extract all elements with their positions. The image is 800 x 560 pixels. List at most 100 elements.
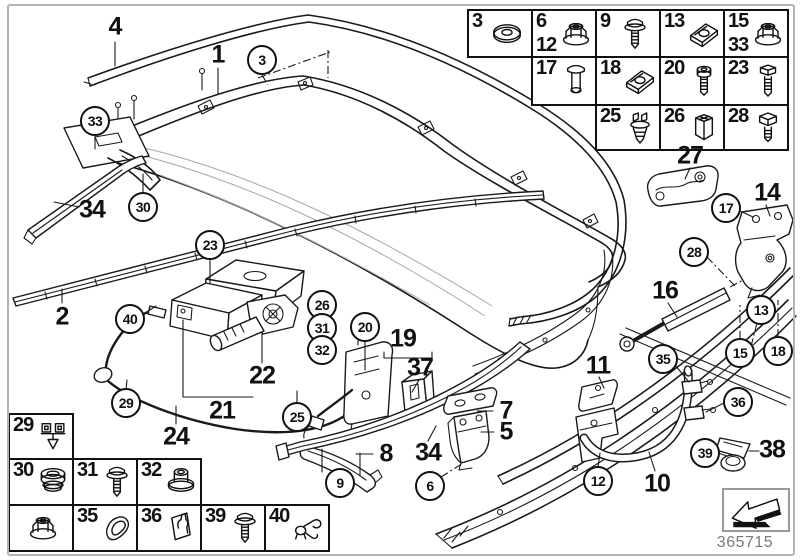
part-number-label: 15 (728, 10, 749, 32)
callout-circled-18[interactable]: 18 (763, 336, 793, 366)
part-cell-labels: 39 (202, 506, 226, 550)
part-cell-26[interactable]: 26 (659, 104, 725, 151)
part-cell-unlabeled[interactable] (8, 504, 74, 552)
part-number-label: 18 (600, 57, 621, 79)
callout-circled-12[interactable]: 12 (583, 466, 613, 496)
part-cell-labels: 9 (597, 10, 611, 56)
part-cell-labels: 31 (74, 460, 98, 504)
callout-37-8[interactable]: 37 (407, 353, 434, 382)
hex-bolt-short-icon (759, 111, 778, 142)
part-cell-29[interactable]: 29 (8, 413, 74, 460)
part-cell-labels: 17 (533, 57, 557, 104)
callout-circled-20[interactable]: 20 (350, 312, 380, 342)
part-number-label: 36 (141, 505, 162, 527)
clip-nut-icon (626, 70, 655, 95)
part-cell-28[interactable]: 28 (723, 104, 789, 151)
callout-circled-30[interactable]: 30 (128, 192, 158, 222)
callout-34-10[interactable]: 34 (415, 438, 442, 467)
callout-2-2[interactable]: 2 (55, 302, 70, 331)
part-cell-9[interactable]: 9 (595, 9, 661, 58)
callout-14-14[interactable]: 14 (754, 178, 781, 207)
part-number-label: 28 (728, 105, 749, 127)
part-number-label: 6 (536, 10, 547, 32)
part-cell-labels: 40 (266, 505, 290, 550)
cable-clip-icon (295, 519, 322, 540)
callout-circled-35[interactable]: 35 (648, 344, 678, 374)
callout-circled-23[interactable]: 23 (195, 230, 225, 260)
callout-38-18[interactable]: 38 (759, 435, 786, 464)
callout-24-6[interactable]: 24 (163, 422, 190, 451)
callout-8-9[interactable]: 8 (379, 439, 394, 468)
screw-washer-icon (623, 18, 646, 49)
callout-19-7[interactable]: 19 (390, 324, 417, 353)
part-cell-23[interactable]: 23 (723, 56, 789, 106)
part-cell-35[interactable]: 35 (72, 504, 138, 552)
direction-arrow-icon (731, 498, 782, 529)
part-number-label: 32 (141, 459, 162, 481)
part-cell-25[interactable]: 25 (595, 104, 661, 151)
part-number-label: 20 (664, 57, 685, 79)
part-cell-labels: 36 (138, 505, 162, 550)
clip-nut-icon (690, 22, 719, 47)
direction-indicator-box (722, 488, 790, 532)
part-number-label: 17 (536, 57, 557, 79)
callout-7-11[interactable]: 7 (499, 396, 514, 425)
part-cell-labels: 25 (597, 105, 621, 149)
callout-circled-6[interactable]: 6 (415, 471, 445, 501)
callout-circled-3[interactable]: 3 (247, 45, 277, 75)
part-cell-40[interactable]: 40 (264, 504, 330, 552)
callout-4-0[interactable]: 4 (108, 12, 123, 41)
part-cell-labels: 30 (10, 460, 34, 504)
socket-bolt-icon (696, 65, 712, 96)
callout-circled-29[interactable]: 29 (111, 388, 141, 418)
callout-27-13[interactable]: 27 (677, 141, 704, 170)
holder-clip-icon (40, 422, 66, 449)
washer-icon (492, 23, 521, 43)
part-cell-3[interactable]: 3 (467, 9, 533, 58)
callout-circled-32[interactable]: 32 (307, 335, 337, 365)
callout-16-15[interactable]: 16 (652, 276, 679, 305)
callout-22-4[interactable]: 22 (249, 361, 276, 390)
part-cell-30[interactable]: 30 (8, 458, 74, 506)
part-cell-labels: 23 (725, 58, 749, 104)
callout-34-3[interactable]: 34 (79, 195, 106, 224)
part-cell-labels: 28 (725, 105, 749, 149)
callout-11-16[interactable]: 11 (585, 351, 611, 380)
spacer-block-icon (695, 113, 714, 140)
part-number-label: 33 (728, 34, 749, 56)
callout-circled-28[interactable]: 28 (679, 237, 709, 267)
callout-10-17[interactable]: 10 (644, 469, 671, 498)
part-cell-labels: 35 (74, 506, 98, 550)
part-number-label: 29 (13, 414, 34, 436)
part-cell-labels: 26 (661, 105, 685, 149)
callout-circled-15[interactable]: 15 (725, 338, 755, 368)
part-number-label: 9 (600, 10, 611, 32)
callout-circled-17[interactable]: 17 (711, 193, 741, 223)
part-cell-17[interactable]: 17 (531, 56, 597, 106)
callout-circled-9[interactable]: 9 (325, 468, 355, 498)
part-number-label: 40 (269, 505, 290, 527)
part-number-label: 26 (664, 105, 685, 127)
callout-circled-40[interactable]: 40 (115, 304, 145, 334)
callout-1-1[interactable]: 1 (211, 40, 226, 69)
plug-icon (40, 467, 66, 492)
u-clip-icon (171, 512, 192, 541)
callout-circled-36[interactable]: 36 (723, 387, 753, 417)
callout-circled-33[interactable]: 33 (80, 106, 110, 136)
screw-washer-icon (234, 512, 256, 543)
rivet-icon (567, 64, 586, 94)
callout-circled-25[interactable]: 25 (282, 402, 312, 432)
callout-circled-13[interactable]: 13 (746, 295, 776, 325)
part-cell-labels: 32 (138, 459, 162, 504)
callout-5-12[interactable]: 5 (499, 417, 514, 446)
part-number-label: 25 (600, 105, 621, 127)
callout-21-5[interactable]: 21 (209, 396, 236, 425)
callout-circled-39[interactable]: 39 (690, 438, 720, 468)
